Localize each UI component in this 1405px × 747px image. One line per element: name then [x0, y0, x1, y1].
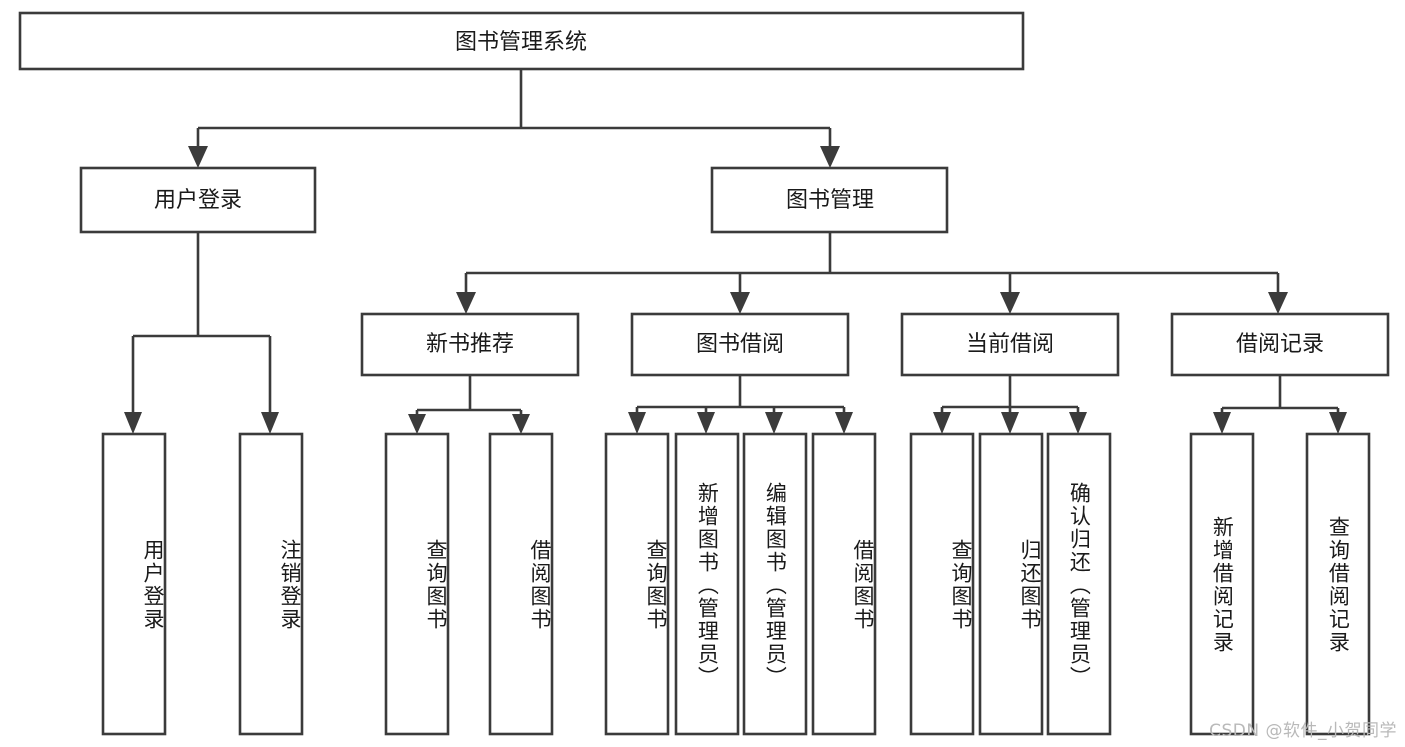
node-book-manage-box[interactable]: [710, 166, 949, 234]
arrow-new-book-leaf2: [512, 414, 530, 434]
arrow-book-borrow-leaf1: [628, 412, 646, 434]
node-root-system[interactable]: 图书管理系统: [18, 11, 1025, 71]
arrow-book-borrow-leaf3: [765, 412, 783, 434]
connector-group-root-to-level1: [188, 69, 840, 168]
leaf-box-add-borrow-record[interactable]: [1189, 432, 1255, 736]
arrow-to-new-book: [456, 292, 476, 314]
node-book-borrow[interactable]: 图书借阅: [630, 312, 850, 377]
node-new-book-recommend-box[interactable]: [360, 312, 580, 377]
leaf-group-new-book-recommend: [384, 432, 554, 736]
leaf-box-confirm-return-admin[interactable]: [1046, 432, 1112, 736]
node-new-book-recommend-label: 新书推荐: [426, 332, 514, 357]
arrow-current-borrow-leaf2: [1001, 412, 1019, 434]
arrow-user-login-leaf2: [261, 412, 279, 434]
connector-group-book-borrow-to-leaves: [628, 375, 853, 434]
leaf-group-current-borrow: [909, 432, 1112, 736]
arrow-to-book-borrow: [730, 292, 750, 314]
arrow-book-borrow-leaf2: [697, 412, 715, 434]
arrow-current-borrow-leaf3: [1069, 412, 1087, 434]
arrow-new-book-leaf1: [408, 414, 426, 434]
connector-group-current-borrow-to-leaves: [933, 375, 1087, 434]
leaf-box-edit-book-admin[interactable]: [742, 432, 808, 736]
arrow-borrow-record-leaf2: [1329, 412, 1347, 434]
arrow-to-borrow-record: [1268, 292, 1288, 314]
leaf-box-borrow-book-2[interactable]: [811, 432, 877, 736]
leaf-box-user-login[interactable]: [101, 432, 167, 736]
node-borrow-record[interactable]: 借阅记录: [1170, 312, 1390, 377]
leaf-box-query-book-3[interactable]: [909, 432, 975, 736]
leaf-box-return-book[interactable]: [978, 432, 1044, 736]
leaf-group-borrow-record: [1189, 432, 1371, 736]
connector-group-borrow-record-to-leaves: [1213, 375, 1347, 434]
arrow-to-user-login: [188, 146, 208, 168]
node-current-borrow-box[interactable]: [900, 312, 1120, 377]
node-book-manage-label: 图书管理: [786, 188, 874, 213]
leaf-box-query-borrow-record[interactable]: [1305, 432, 1371, 736]
leaf-group-book-borrow: [604, 432, 877, 736]
leaf-group-user-login: [101, 432, 304, 736]
node-root-system-box[interactable]: [18, 11, 1025, 71]
arrow-to-book-manage: [820, 146, 840, 168]
leaf-box-logout[interactable]: [238, 432, 304, 736]
node-book-borrow-label: 图书借阅: [696, 332, 784, 357]
node-book-borrow-box[interactable]: [630, 312, 850, 377]
node-borrow-record-label: 借阅记录: [1236, 332, 1324, 357]
csdn-watermark: CSDN @软件_小贺同学: [1209, 721, 1397, 741]
node-book-manage[interactable]: 图书管理: [710, 166, 949, 234]
node-user-login[interactable]: 用户登录: [79, 166, 317, 234]
leaf-box-query-book-2[interactable]: [604, 432, 670, 736]
connector-group-user-login-to-leaves: [124, 232, 279, 434]
node-current-borrow-label: 当前借阅: [966, 332, 1054, 357]
arrow-borrow-record-leaf1: [1213, 412, 1231, 434]
leaf-box-query-book-1[interactable]: [384, 432, 450, 736]
connector-group-book-manage-to-level2: [456, 232, 1288, 314]
node-new-book-recommend[interactable]: 新书推荐: [360, 312, 580, 377]
arrow-book-borrow-leaf4: [835, 412, 853, 434]
node-root-system-label: 图书管理系统: [455, 30, 587, 55]
node-current-borrow[interactable]: 当前借阅: [900, 312, 1120, 377]
arrow-user-login-leaf1: [124, 412, 142, 434]
node-user-login-label: 用户登录: [154, 188, 242, 213]
node-borrow-record-box[interactable]: [1170, 312, 1390, 377]
leaf-box-borrow-book-1[interactable]: [488, 432, 554, 736]
node-user-login-box[interactable]: [79, 166, 317, 234]
arrow-to-current-borrow: [1000, 292, 1020, 314]
connector-group-new-book-to-leaves: [408, 375, 530, 434]
leaf-box-add-book-admin[interactable]: [674, 432, 740, 736]
arrow-current-borrow-leaf1: [933, 412, 951, 434]
